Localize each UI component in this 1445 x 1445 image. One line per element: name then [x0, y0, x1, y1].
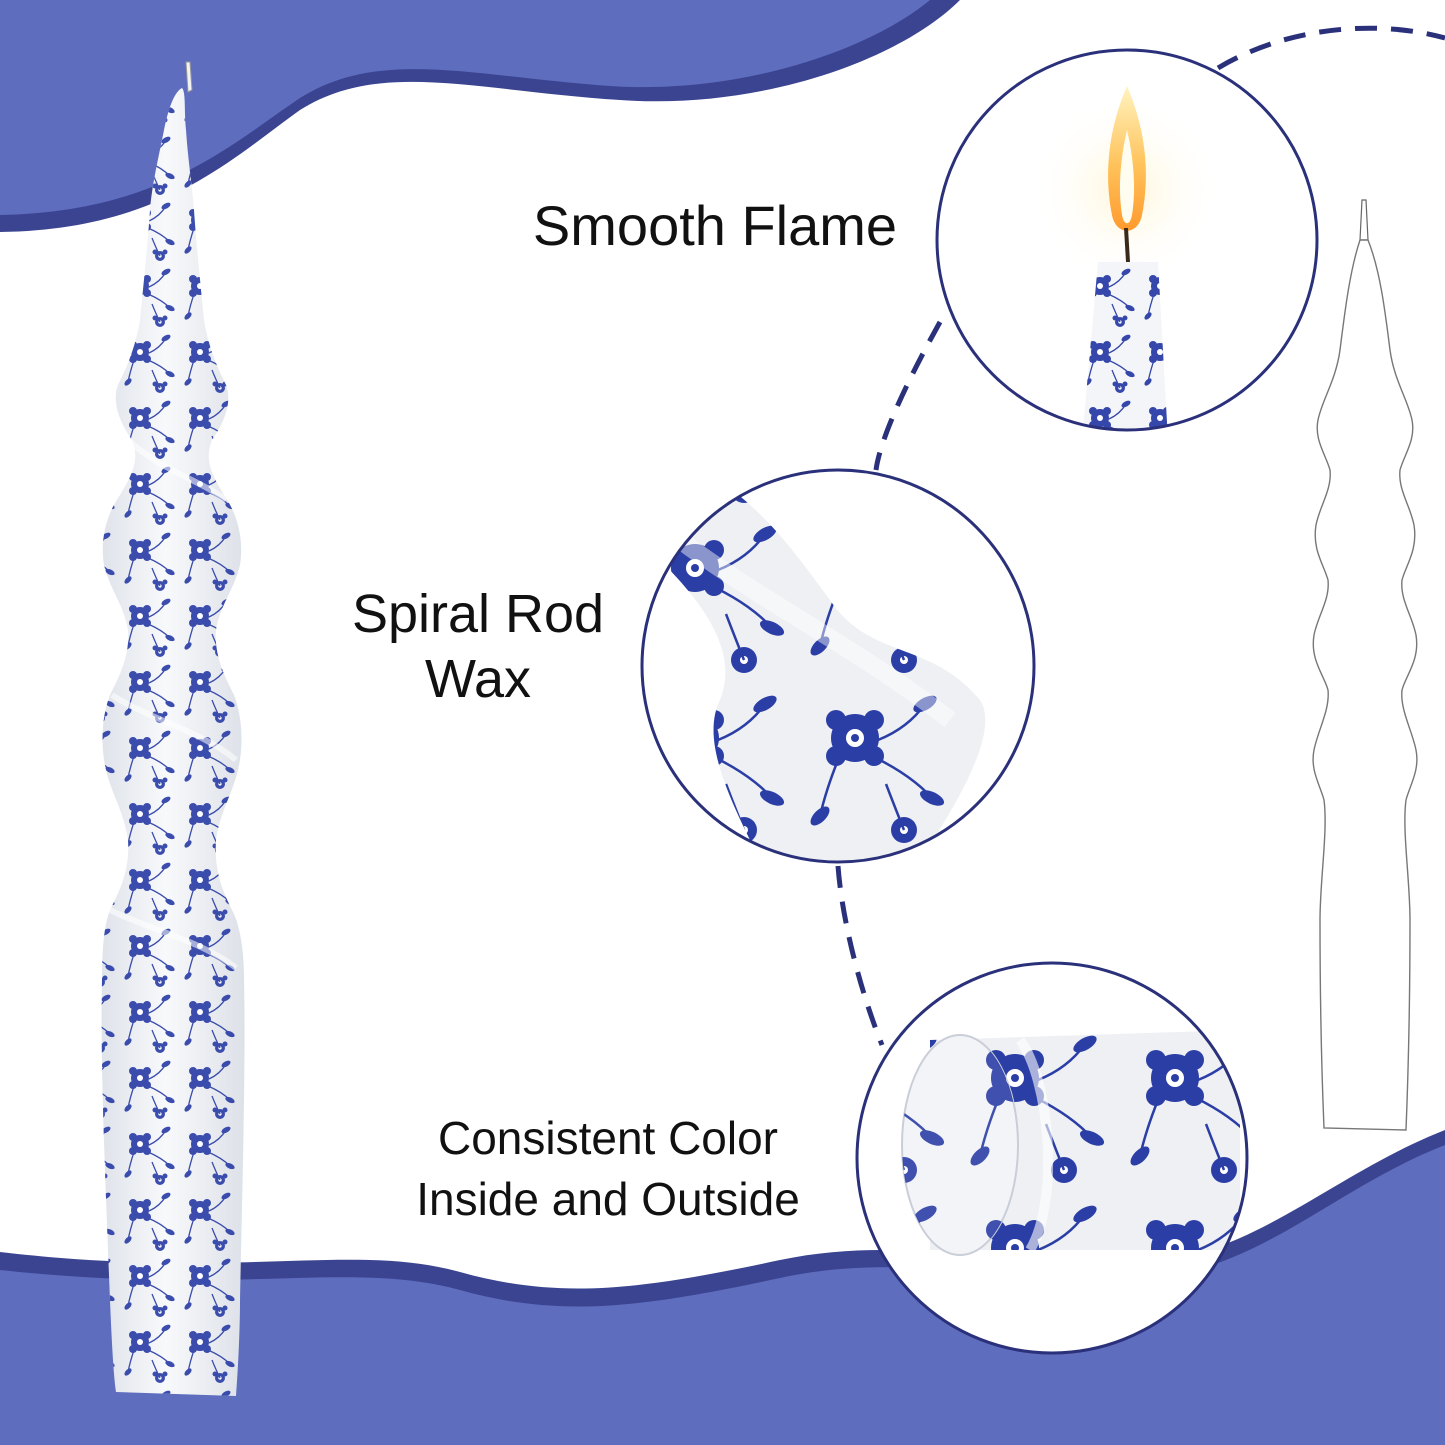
feature-label-line: Spiral Rod: [351, 584, 605, 644]
zoom-flame: [935, 48, 1319, 432]
candle-outline-icon: [1312, 199, 1418, 1131]
dashed-connector-mid: [873, 320, 943, 471]
main-candle: [101, 61, 245, 1396]
dashed-connector-top: [1216, 25, 1445, 71]
zoom-cut: [855, 961, 1249, 1355]
feature-label-consistent-color: Consistent Color Inside and Outside: [368, 1108, 848, 1229]
dashed-connector-low: [835, 865, 885, 1046]
top-wave-light: [0, 0, 930, 215]
feature-label-line: Consistent Color: [437, 1112, 779, 1164]
bottom-wave-light: [0, 1145, 1445, 1445]
feature-label-line: Inside and Outside: [416, 1172, 800, 1225]
feature-label-line: Wax: [425, 648, 531, 709]
feature-label-spiral-rod-wax: Spiral Rod Wax: [318, 582, 638, 712]
zoom-spiral: [640, 468, 1036, 864]
feature-label-smooth-flame: Smooth Flame: [532, 194, 898, 257]
